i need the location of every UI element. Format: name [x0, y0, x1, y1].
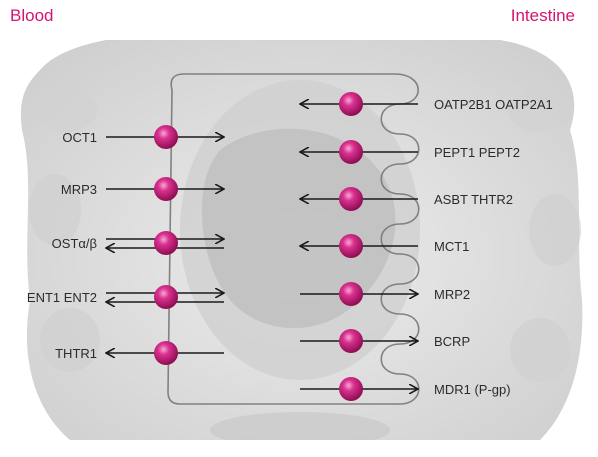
- transporter-sphere: [339, 140, 363, 164]
- transporter-sphere: [154, 177, 178, 201]
- transporter-sphere: [339, 377, 363, 401]
- transporter-label: MDR1 (P-gp): [434, 382, 511, 397]
- transporter-sphere: [339, 329, 363, 353]
- transporter-sphere: [154, 341, 178, 365]
- transporter-sphere: [154, 231, 178, 255]
- transporter-sphere: [339, 92, 363, 116]
- intestine-header: Intestine: [511, 6, 575, 25]
- transporter-label: OSTα/β: [52, 236, 97, 251]
- transporter-label: OCT1: [62, 130, 97, 145]
- transporter-label: THTR1: [55, 346, 97, 361]
- blood-header: Blood: [10, 6, 53, 25]
- transporter-label: ASBT THTR2: [434, 192, 513, 207]
- transporter-sphere: [339, 234, 363, 258]
- transporter-sphere: [339, 282, 363, 306]
- transporter-label: BCRP: [434, 334, 470, 349]
- transporter-label: MRP2: [434, 287, 470, 302]
- transporter-label: ENT1 ENT2: [27, 290, 97, 305]
- transporter-label: OATP2B1 OATP2A1: [434, 97, 553, 112]
- transporter-sphere: [154, 125, 178, 149]
- transporter-sphere: [154, 285, 178, 309]
- transporter-label: PEPT1 PEPT2: [434, 145, 520, 160]
- transporter-label: MCT1: [434, 239, 469, 254]
- transporter-sphere: [339, 187, 363, 211]
- transporter-label: MRP3: [61, 182, 97, 197]
